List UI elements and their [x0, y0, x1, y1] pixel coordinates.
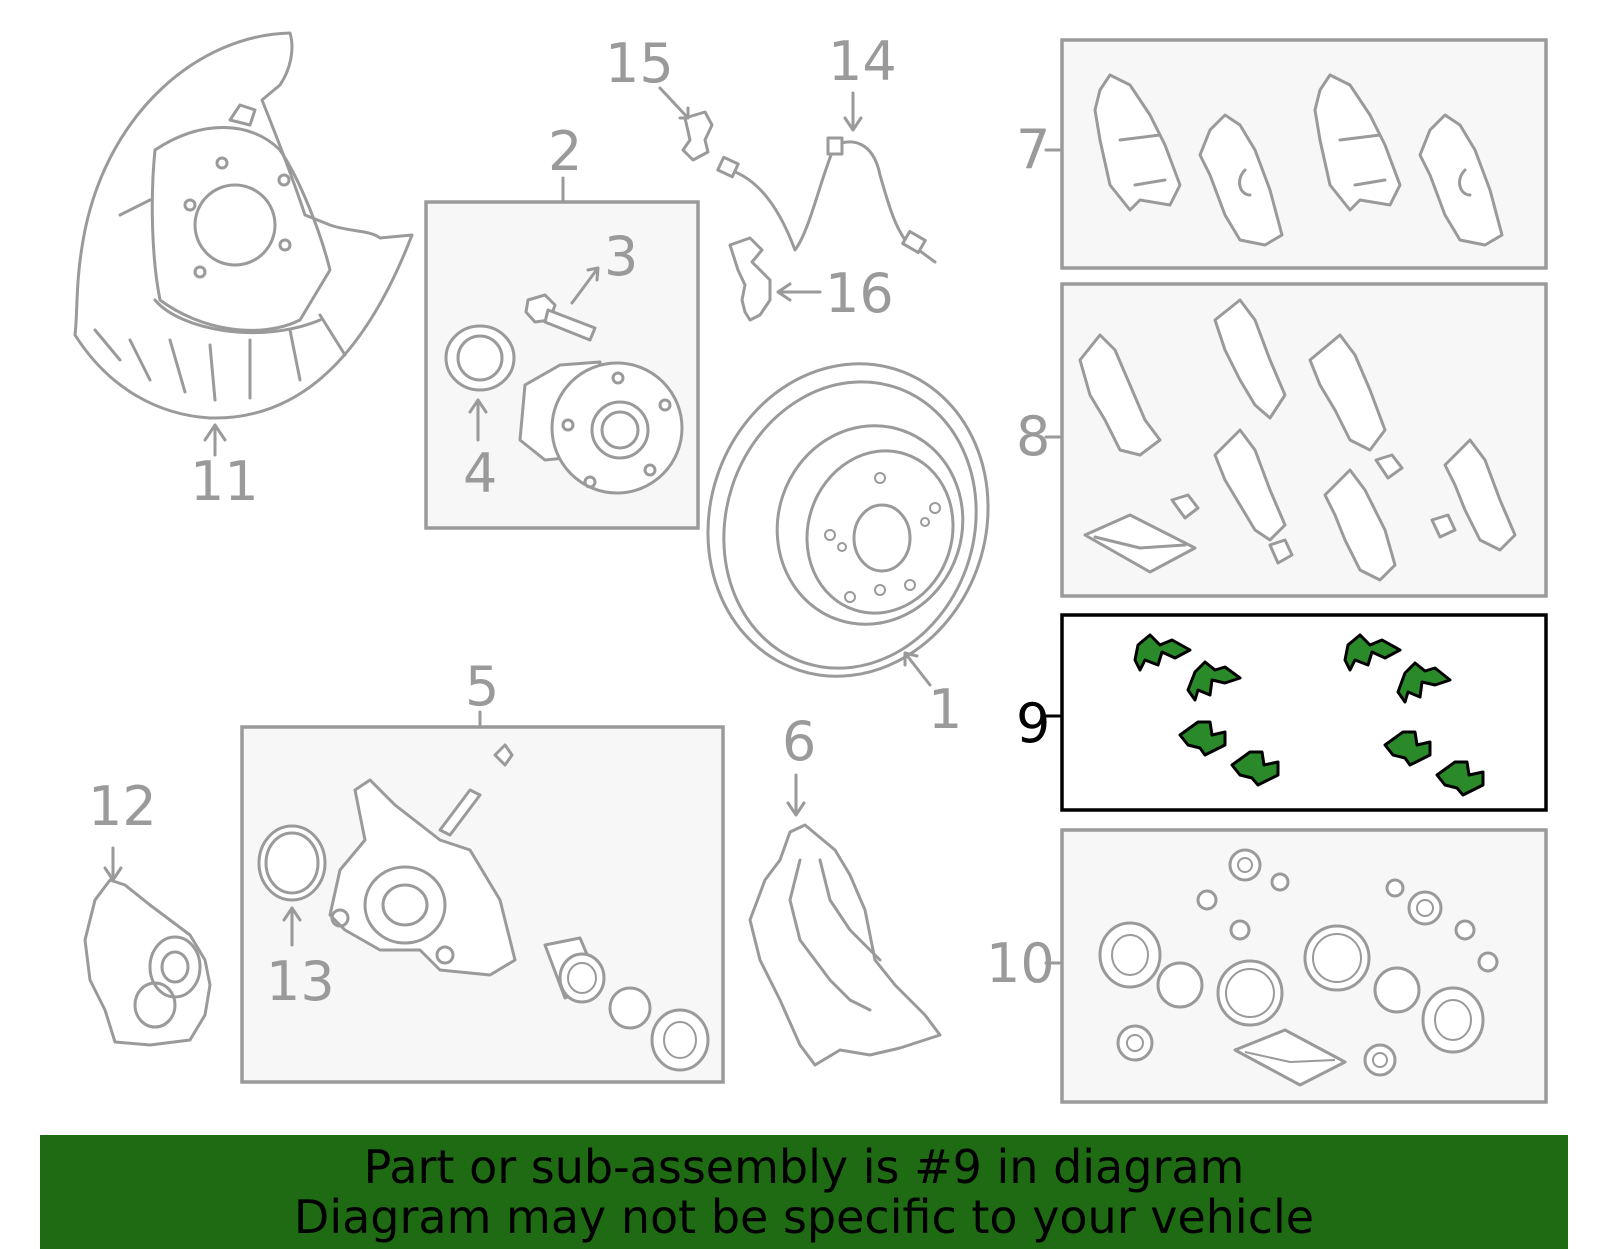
- part-8-pads: [1078, 298, 1517, 582]
- part-6-caliper-bracket[interactable]: [748, 773, 942, 1067]
- part-12-caliper-assembly[interactable]: [83, 846, 212, 1047]
- callout-7: 7: [1016, 118, 1050, 181]
- callout-3: 3: [604, 225, 638, 288]
- callout-12: 12: [88, 775, 157, 838]
- callout-13: 13: [266, 950, 335, 1013]
- part-3-hub-bolt[interactable]: [524, 266, 600, 342]
- callout-8: 8: [1016, 405, 1050, 468]
- part-1-brake-rotor[interactable]: [668, 327, 1028, 713]
- part-10-seals: [1098, 848, 1499, 1087]
- callout-11: 11: [190, 450, 259, 513]
- callout-5: 5: [465, 655, 499, 718]
- part-7-pads: [1093, 73, 1504, 247]
- callout-14: 14: [828, 30, 897, 93]
- part-9-clips: [1133, 633, 1485, 797]
- banner-line-2: Diagram may not be specific to your vehi…: [293, 1190, 1315, 1244]
- callout-16: 16: [825, 262, 894, 325]
- part-2-hub[interactable]: [518, 360, 684, 495]
- part-15-hose-clip[interactable]: [658, 86, 714, 162]
- callout-1: 1: [928, 678, 962, 741]
- part-14-brake-hose[interactable]: [716, 91, 937, 264]
- callout-6: 6: [782, 710, 816, 773]
- part-11-dust-shield[interactable]: [73, 31, 414, 457]
- part-16-hose-bracket[interactable]: [728, 236, 822, 322]
- info-banner: Part or sub-assembly is #9 in diagram Di…: [40, 1135, 1568, 1249]
- part-13-boot-seal[interactable]: [257, 824, 327, 947]
- banner-line-1: Part or sub-assembly is #9 in diagram: [363, 1140, 1245, 1194]
- callout-4: 4: [463, 442, 497, 505]
- callout-15: 15: [605, 32, 674, 95]
- part-5-caliper-body[interactable]: [328, 743, 517, 977]
- callout-10: 10: [986, 932, 1055, 995]
- callout-2: 2: [548, 120, 582, 183]
- part-4-bearing-ring[interactable]: [444, 324, 516, 442]
- callout-9: 9: [1016, 692, 1050, 755]
- part-5-piston: [543, 936, 710, 1072]
